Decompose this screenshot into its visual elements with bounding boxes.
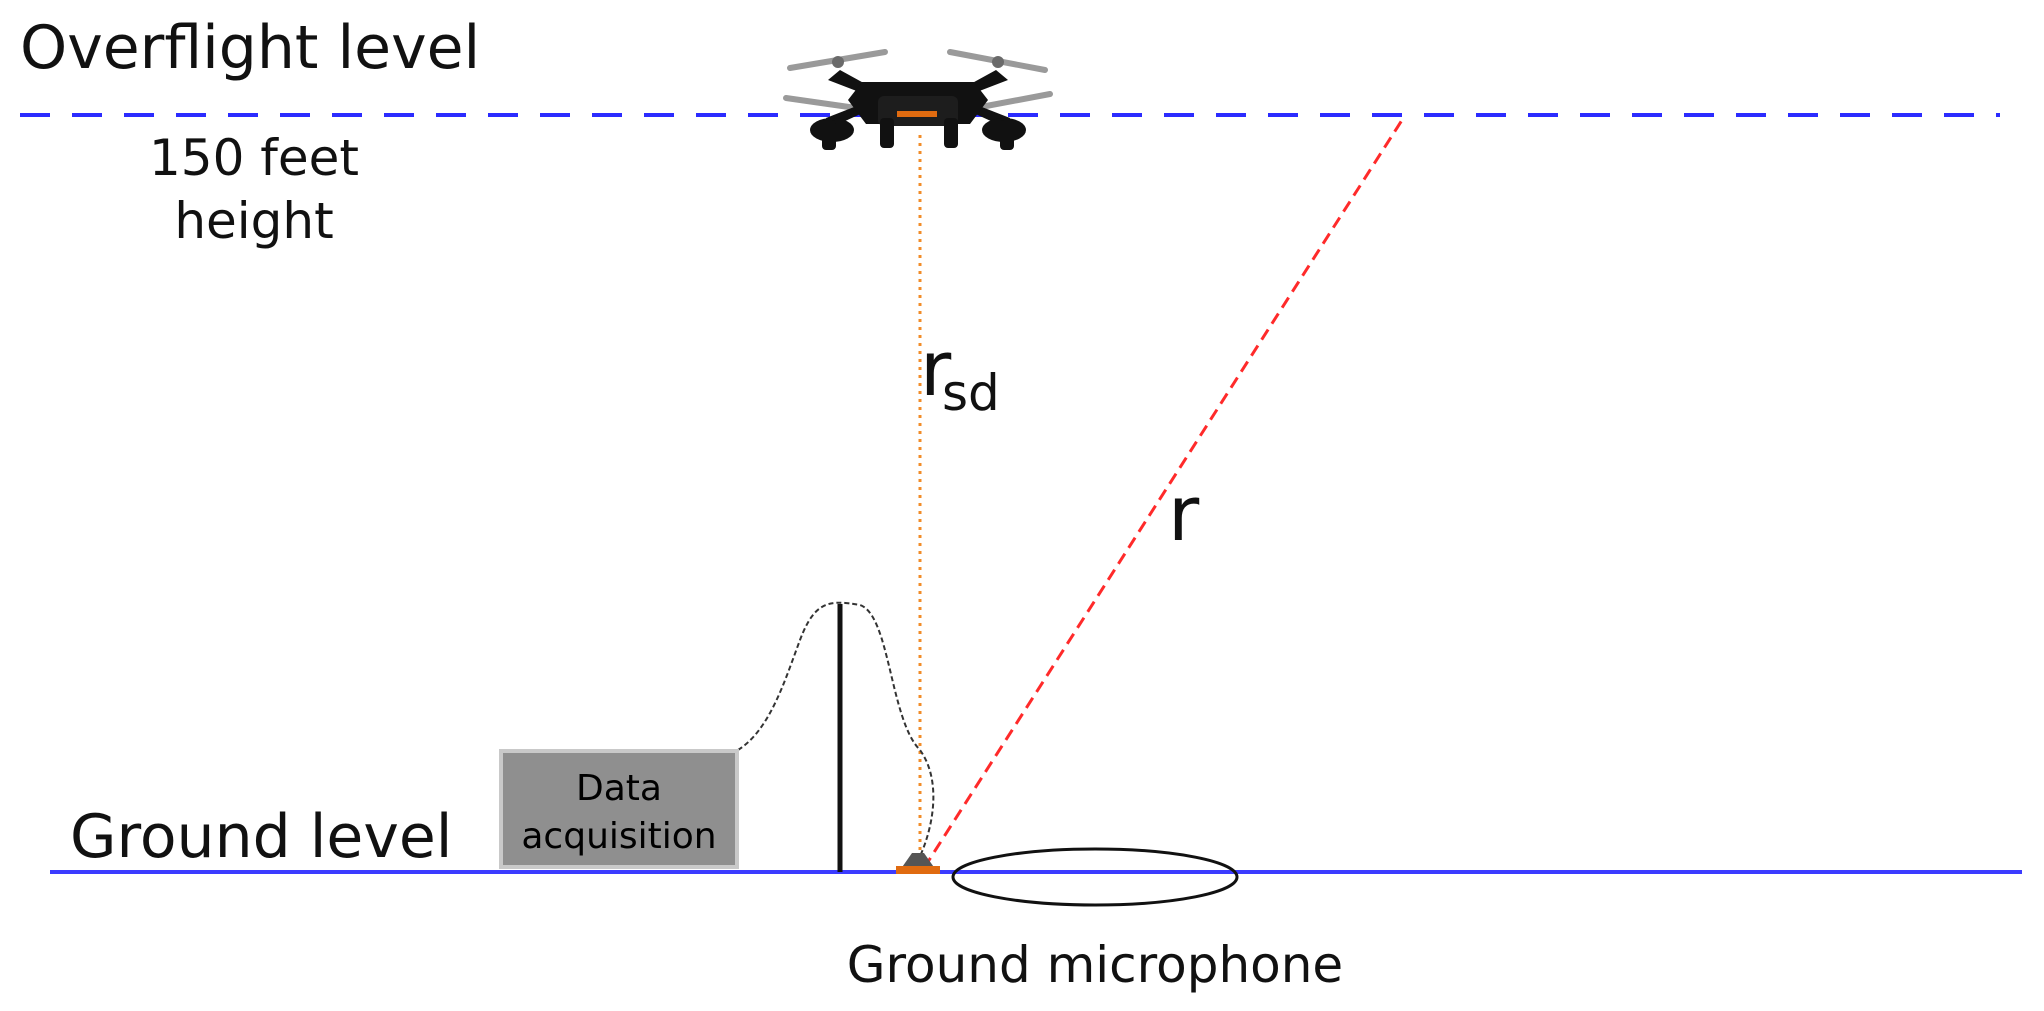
ground-level-label: Ground level [70, 802, 452, 872]
data-acquisition-label-line1: Data [576, 768, 662, 809]
overflight-level-label: Overflight level [20, 13, 480, 83]
microphone-cable [737, 601, 935, 867]
vertical-distance-label: r [920, 324, 952, 413]
microphone-zone-ellipse [951, 847, 1239, 907]
height-label-line2: height [174, 192, 333, 250]
data-acquisition-box [499, 749, 739, 869]
slant-distance-label: r [1168, 469, 1200, 558]
ground-microphone-label: Ground microphone [847, 936, 1343, 994]
ground-microphone-icon [896, 853, 940, 874]
vertical-distance-subscript: sd [942, 364, 1000, 422]
quadcopter-drone-icon [783, 49, 1053, 150]
slant-distance-line [922, 116, 1406, 869]
data-acquisition-label-line2: acquisition [521, 816, 716, 857]
height-label-line1: 150 feet [149, 129, 359, 187]
